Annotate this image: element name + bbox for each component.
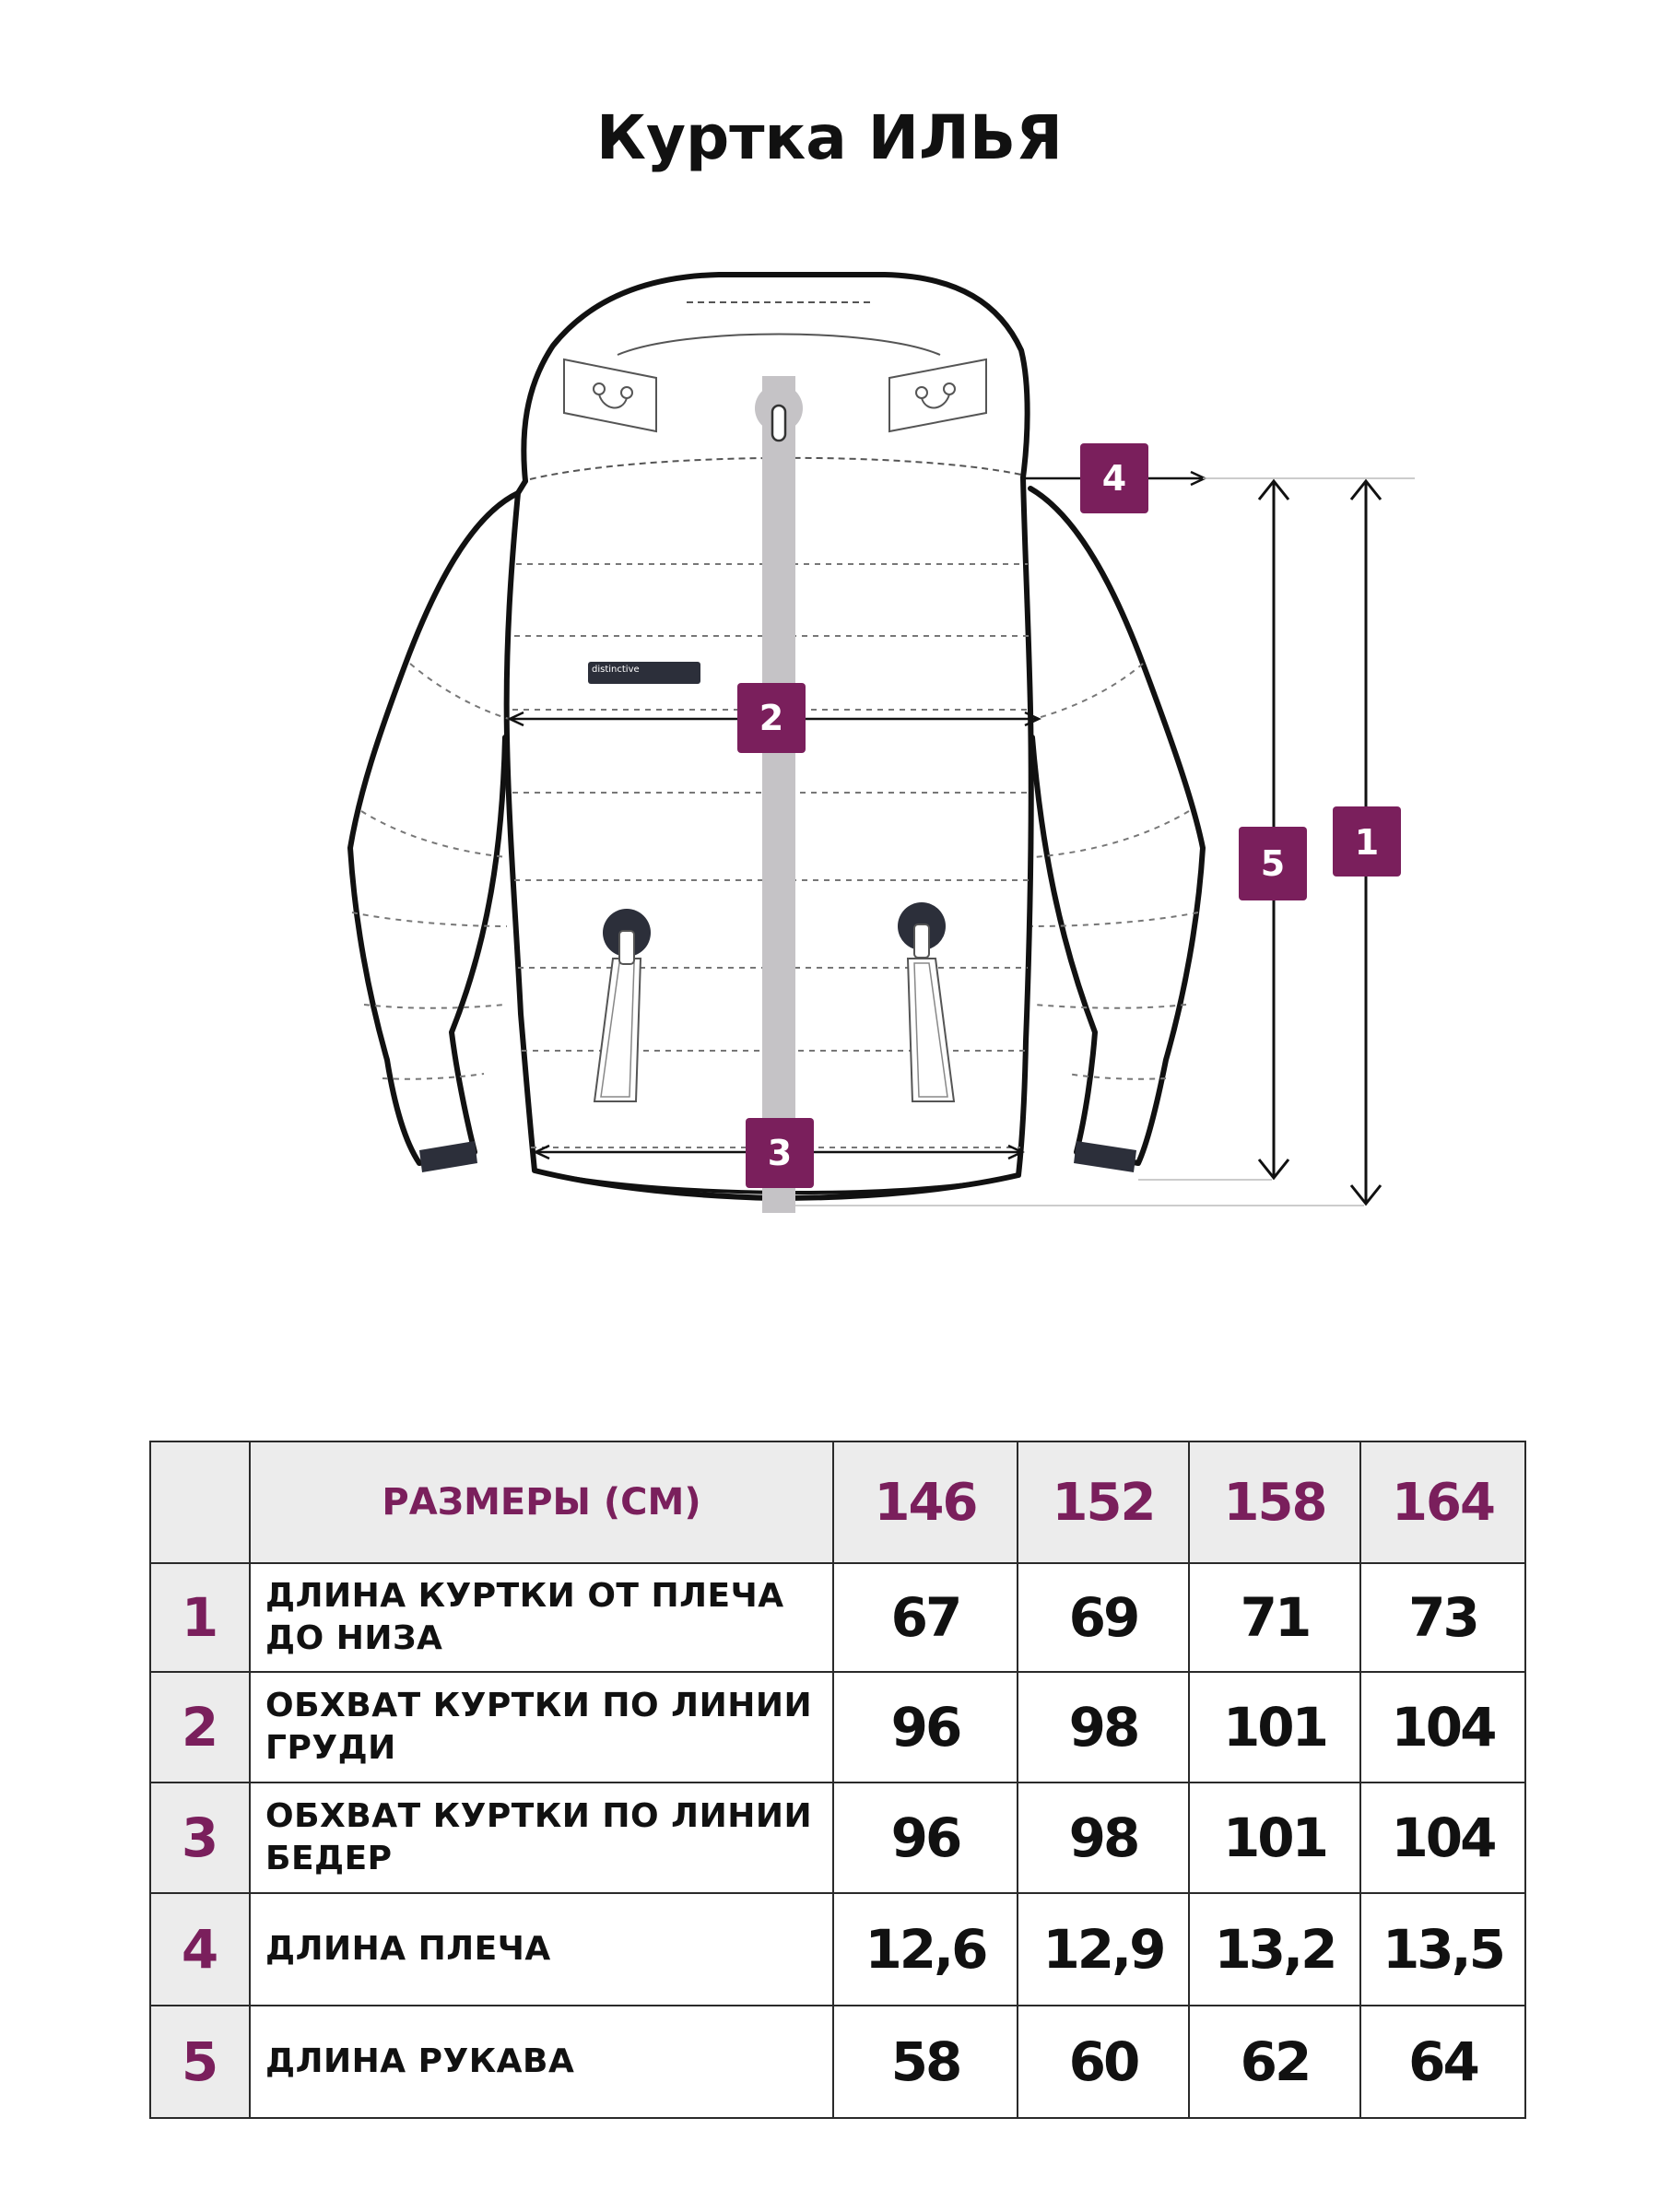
row-value: 98 — [1017, 1671, 1190, 1783]
table-row: 1 ДЛИНА КУРТКИ ОТ ПЛЕЧА ДО НИЗА 67 69 71… — [149, 1562, 1526, 1673]
zipper-tape — [762, 376, 795, 1213]
table-row: 2 ОБХВАТ КУРТКИ ПО ЛИНИИ ГРУДИ 96 98 101… — [149, 1671, 1526, 1783]
row-value: 104 — [1359, 1671, 1526, 1783]
chest-label — [588, 662, 700, 684]
row-value: 98 — [1017, 1782, 1190, 1894]
row-value: 69 — [1017, 1562, 1190, 1673]
header-label: РАЗМЕРЫ (СМ) — [249, 1441, 834, 1564]
svg-text:4: 4 — [1102, 458, 1126, 499]
header-size: 164 — [1359, 1441, 1526, 1564]
page-title: Куртка ИЛЬЯ — [596, 102, 1063, 173]
zipper-pull — [771, 404, 787, 442]
row-value: 96 — [832, 1782, 1018, 1894]
marker-5: 5 — [1239, 827, 1307, 900]
row-value: 60 — [1017, 2005, 1190, 2119]
header-corner-cell — [149, 1441, 251, 1564]
row-value: 13,5 — [1359, 1892, 1526, 2006]
row-value: 104 — [1359, 1782, 1526, 1894]
row-number: 4 — [149, 1892, 251, 2006]
svg-text:2: 2 — [759, 698, 783, 738]
table-row: 3 ОБХВАТ КУРТКИ ПО ЛИНИИ БЕДЕР 96 98 101… — [149, 1782, 1526, 1894]
row-value: 101 — [1188, 1671, 1361, 1783]
header-size: 152 — [1017, 1441, 1190, 1564]
row-value: 96 — [832, 1671, 1018, 1783]
row-number: 1 — [149, 1562, 251, 1673]
row-value: 13,2 — [1188, 1892, 1361, 2006]
right-pocket — [898, 902, 956, 1102]
row-value: 71 — [1188, 1562, 1361, 1673]
marker-2: 2 — [737, 683, 806, 753]
row-number: 5 — [149, 2005, 251, 2119]
row-label: ДЛИНА КУРТКИ ОТ ПЛЕЧА ДО НИЗА — [249, 1562, 834, 1673]
chest-label-text: distinctive — [592, 665, 640, 675]
row-value: 12,6 — [832, 1892, 1018, 2006]
row-value: 62 — [1188, 2005, 1361, 2119]
row-label: ДЛИНА РУКАВА — [249, 2005, 834, 2119]
row-value: 12,9 — [1017, 1892, 1190, 2006]
right-cuff — [1074, 1141, 1136, 1172]
svg-text:1: 1 — [1355, 822, 1379, 863]
row-label: ДЛИНА ПЛЕЧА — [249, 1892, 834, 2006]
row-label: ОБХВАТ КУРТКИ ПО ЛИНИИ ГРУДИ — [249, 1671, 834, 1783]
svg-text:5: 5 — [1261, 843, 1285, 884]
jacket-diagram: distinctive 2 3 — [347, 272, 1415, 1213]
table-row: 5 ДЛИНА РУКАВА 58 60 62 64 — [149, 2005, 1526, 2119]
row-value: 101 — [1188, 1782, 1361, 1894]
row-value: 67 — [832, 1562, 1018, 1673]
row-label: ОБХВАТ КУРТКИ ПО ЛИНИИ БЕДЕР — [249, 1782, 834, 1894]
row-number: 3 — [149, 1782, 251, 1894]
marker-4: 4 — [1080, 443, 1148, 513]
row-value: 58 — [832, 2005, 1018, 2119]
svg-text:3: 3 — [768, 1133, 792, 1173]
left-cuff — [419, 1141, 477, 1172]
marker-1: 1 — [1333, 806, 1401, 877]
row-value: 64 — [1359, 2005, 1526, 2119]
table-row: 4 ДЛИНА ПЛЕЧА 12,6 12,9 13,2 13,5 — [149, 1892, 1526, 2006]
left-pocket — [593, 909, 651, 1102]
marker-3: 3 — [746, 1118, 814, 1188]
row-number: 2 — [149, 1671, 251, 1783]
header-size: 146 — [832, 1441, 1018, 1564]
size-table: РАЗМЕРЫ (СМ) 146 152 158 164 1 ДЛИНА КУР… — [149, 1441, 1526, 2119]
row-value: 73 — [1359, 1562, 1526, 1673]
table-header-row: РАЗМЕРЫ (СМ) 146 152 158 164 — [149, 1441, 1526, 1564]
header-size: 158 — [1188, 1441, 1361, 1564]
